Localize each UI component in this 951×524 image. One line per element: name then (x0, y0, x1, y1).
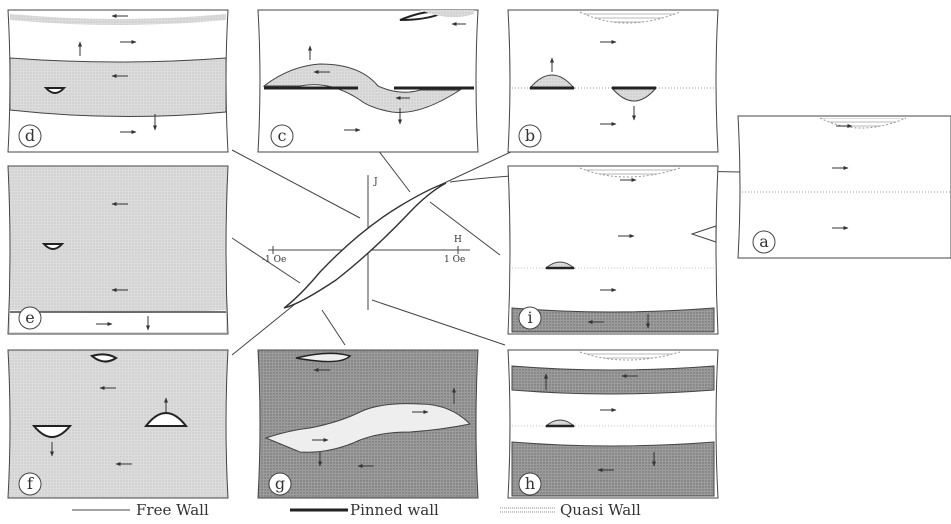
x-max-label: 1 Oe (444, 255, 465, 265)
x-min-label: -1 Oe (262, 255, 286, 265)
panel-f: f (8, 350, 228, 498)
panel-i: i (508, 166, 718, 334)
panel-c: c (258, 10, 478, 152)
panel-e: e (8, 166, 228, 334)
panel-b: b (508, 10, 718, 152)
legend: Free Wall Pinned wall Quasi Wall (72, 501, 641, 519)
panel-letter-e: e (25, 308, 34, 327)
legend-free-wall: Free Wall (136, 501, 209, 519)
legend-quasi-wall: Quasi Wall (560, 501, 641, 519)
x-axis-label: H (454, 235, 462, 245)
legend-pinned-wall: Pinned wall (350, 501, 439, 519)
y-axis-label: J (373, 177, 378, 187)
hysteresis-plot: J H -1 Oe 1 Oe (262, 175, 470, 310)
panel-letter-h: h (525, 474, 535, 493)
hysteresis-loop (284, 183, 446, 308)
panel-letter-i: i (527, 308, 532, 327)
panel-letter-c: c (278, 126, 287, 145)
panel-a: a (738, 116, 951, 258)
panel-letter-b: b (525, 126, 535, 145)
panel-d: d (8, 10, 228, 152)
panel-h: h (508, 350, 718, 498)
panel-letter-g: g (275, 474, 285, 493)
panel-letter-d: d (25, 126, 35, 145)
panel-letter-a: a (759, 232, 769, 251)
panel-g: g (258, 350, 478, 498)
